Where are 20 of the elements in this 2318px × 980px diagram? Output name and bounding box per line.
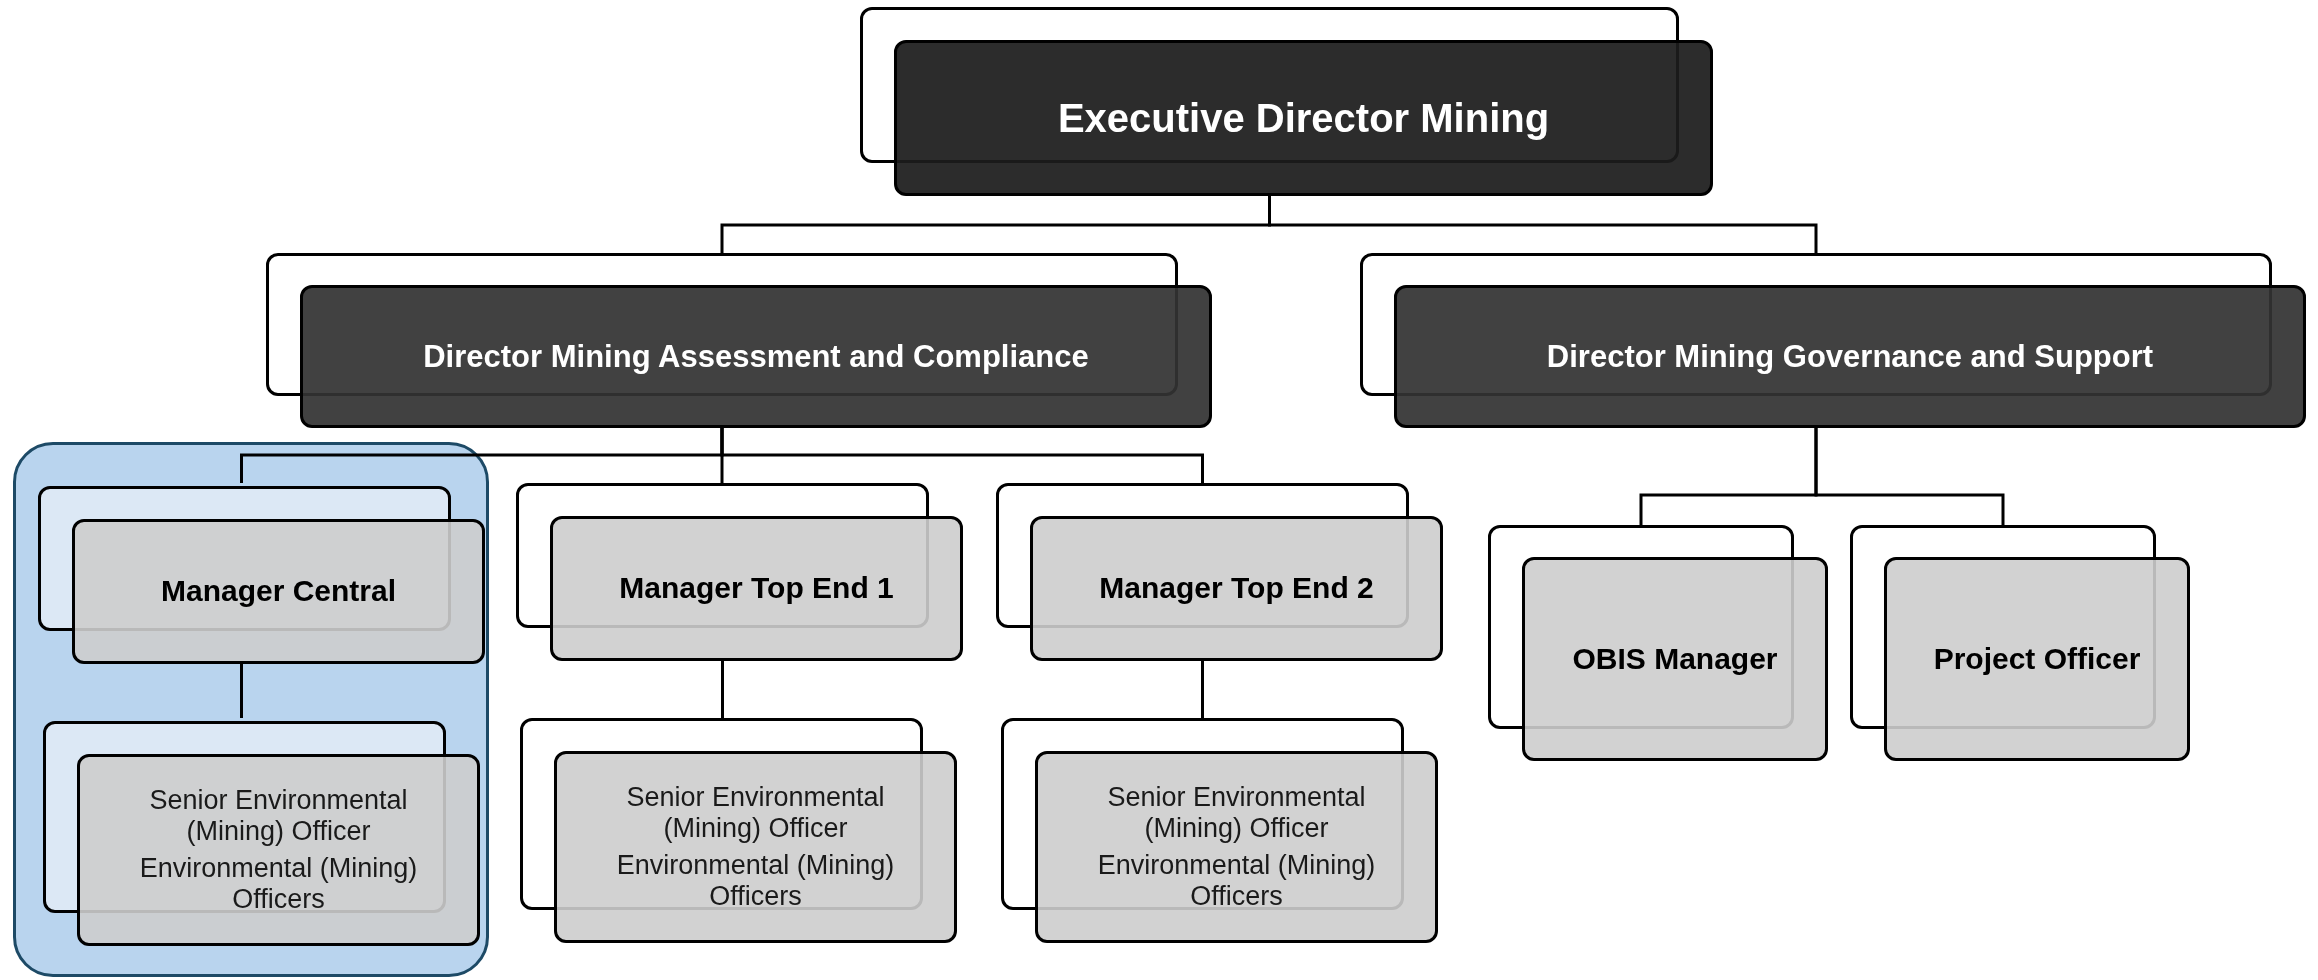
position-title: Manager Central: [160, 574, 397, 609]
position-title: Director Mining Governance and Support: [1546, 338, 2154, 375]
position-title: Project Officer: [1933, 641, 2141, 677]
role-text: Environmental (Mining) Officers: [1096, 850, 1377, 913]
connector-line: [721, 661, 724, 718]
connector-line: [240, 661, 243, 718]
role-text: Senior Environmental (Mining) Officer: [625, 781, 886, 844]
connector-line: [720, 428, 1204, 483]
connector-line: [1814, 428, 2005, 525]
role-text: Environmental (Mining) Officers: [138, 853, 419, 916]
position-title: Executive Director Mining: [1057, 95, 1550, 141]
role-text: Senior Environmental (Mining) Officer: [148, 784, 409, 847]
role-text: Environmental (Mining) Officers: [615, 850, 896, 913]
position-title: Manager Top End 2: [1099, 571, 1374, 606]
highlight-panel: [13, 442, 489, 977]
position-title: Manager Top End 1: [619, 571, 894, 606]
connector-line: [1201, 661, 1204, 718]
role-text: Senior Environmental (Mining) Officer: [1106, 781, 1367, 844]
position-title: OBIS Manager: [1572, 641, 1778, 677]
position-title: Director Mining Assessment and Compliance: [423, 338, 1089, 375]
